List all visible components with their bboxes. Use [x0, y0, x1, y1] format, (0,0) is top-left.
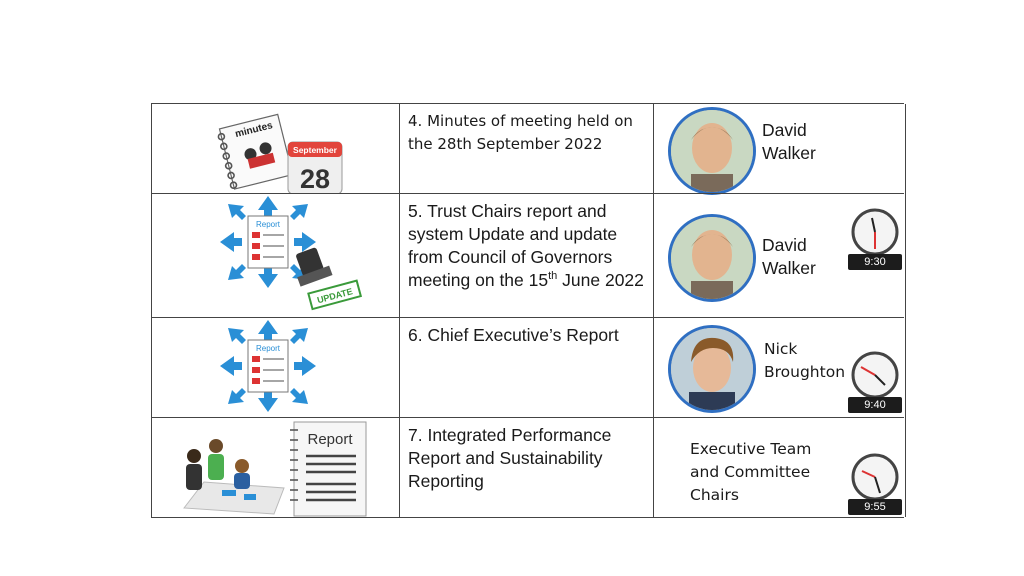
report-document-icon: Report	[290, 421, 367, 517]
calendar-month: September	[293, 145, 338, 155]
presenter-avatar	[668, 325, 756, 413]
item-title: 6. Chief Executive’s Report	[408, 325, 619, 345]
presenter-name: Nick Broughton	[764, 340, 846, 381]
report-arrows-icon: Report	[220, 320, 316, 412]
report-arrows-icon: Report UPDATE	[220, 196, 363, 311]
agenda-row-5: Report UPDATE 5. Trust Chairs report and…	[151, 193, 906, 318]
report-label: Report	[256, 220, 281, 229]
presenter-name: David Walker	[762, 120, 816, 163]
agenda-row-4: minutes September 28 4. Minutes of meeti…	[151, 103, 906, 195]
presenter-cell: Nick Broughton 9:40	[653, 318, 906, 418]
presenter-avatar	[668, 107, 756, 195]
item-graphic-cell: Report UPDATE	[151, 194, 400, 318]
presenter-cell: David Walker	[653, 104, 906, 195]
clock-icon: 9:40	[848, 351, 902, 413]
team-meeting-icon	[183, 439, 285, 515]
item-title: 5. Trust Chairs report and system Update…	[408, 201, 644, 290]
report-label: Report	[256, 344, 281, 353]
clock-time: 9:55	[848, 499, 902, 515]
person-photo-icon	[671, 110, 753, 192]
item-title-cell: 6. Chief Executive’s Report	[399, 318, 654, 418]
calendar-day: 28	[300, 164, 330, 194]
item-title-cell: 7. Integrated Performance Report and Sus…	[399, 418, 654, 517]
person-photo-icon	[671, 328, 753, 410]
item-title: 4. Minutes of meeting held on the 28th S…	[408, 112, 633, 153]
item-title-cell: 5. Trust Chairs report and system Update…	[399, 194, 654, 318]
presenter-name: Executive Team and Committee Chairs	[690, 440, 812, 504]
clock-icon: 9:30	[848, 208, 902, 270]
agenda-table: minutes September 28 4. Minutes of meeti…	[151, 103, 906, 518]
clock-time: 9:30	[848, 254, 902, 270]
minutes-notebook-icon: minutes September 28	[217, 113, 343, 194]
item-graphic-cell: minutes September 28	[151, 104, 400, 194]
presenter-name: David Walker	[762, 235, 816, 278]
presenter-avatar	[668, 214, 756, 302]
presenter-cell: Executive Team and Committee Chairs 9:55	[653, 418, 906, 517]
clock-time: 9:40	[848, 397, 902, 413]
report-label: Report	[307, 431, 353, 448]
presenter-cell: David Walker 9:30	[653, 194, 906, 318]
item-graphic-cell: Report	[151, 318, 400, 418]
agenda-row-6: Report 6. Chief Executive’s Report Nick …	[151, 317, 906, 418]
clock-icon: 9:55	[848, 453, 902, 515]
agenda-row-7: Report 7. Integrated Performance Report …	[151, 417, 906, 518]
item-graphic-cell: Report	[151, 418, 400, 517]
item-title: 7. Integrated Performance Report and Sus…	[408, 425, 612, 491]
person-photo-icon	[671, 217, 753, 299]
item-title-cell: 4. Minutes of meeting held on the 28th S…	[399, 104, 654, 194]
